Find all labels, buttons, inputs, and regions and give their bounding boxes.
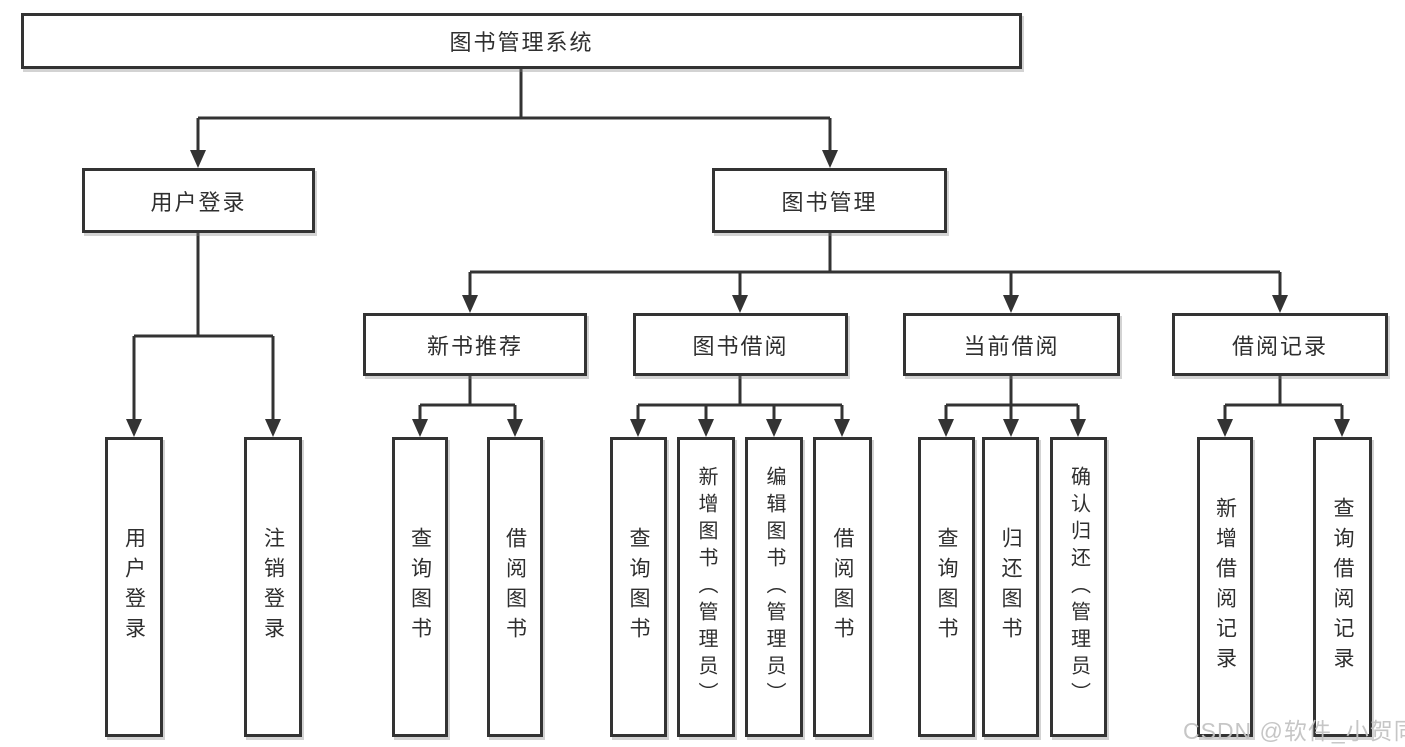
node-label: 查询图书 xyxy=(408,527,432,647)
node-label: 查询图书 xyxy=(935,527,958,647)
leaf-borrow-books-recommend: 借阅图书 xyxy=(487,437,543,737)
arrowhead-icons-leaves xyxy=(126,419,1350,437)
leaf-query-books-recommend: 查询图书 xyxy=(392,437,448,737)
connector-bookborrow-to-leaves xyxy=(636,376,844,421)
node-label: 新书推荐 xyxy=(426,333,523,359)
node-label: 新增图书（管理员） xyxy=(695,465,717,709)
leaf-user-login: 用户登录 xyxy=(105,437,163,737)
node-label: 用户登录 xyxy=(122,527,146,647)
csdn-watermark: CSDN @软件_小贺同学 xyxy=(1183,718,1405,744)
node-label: 查询图书 xyxy=(627,527,650,647)
node-book-borrowing: 图书借阅 xyxy=(633,313,848,376)
node-label: 借阅图书 xyxy=(831,527,854,647)
leaf-edit-books-admin: 编辑图书（管理员） xyxy=(745,437,803,737)
connector-newbooks-to-leaves xyxy=(418,376,517,421)
node-current-borrowing: 当前借阅 xyxy=(903,313,1120,376)
node-label: 注销登录 xyxy=(261,527,285,647)
leaf-confirm-return-admin: 确认归还（管理员） xyxy=(1050,437,1107,737)
leaf-borrow-books: 借阅图书 xyxy=(813,437,872,737)
node-label: 编辑图书（管理员） xyxy=(763,465,785,709)
node-label: 图书管理 xyxy=(781,189,878,215)
node-label: 确认归还（管理员） xyxy=(1067,465,1090,709)
node-label: 用户登录 xyxy=(150,189,247,215)
node-label: 图书管理系统 xyxy=(449,30,594,55)
node-label: 查询借阅记录 xyxy=(1331,497,1354,677)
leaf-logout: 注销登录 xyxy=(244,437,302,737)
node-label: 新增借阅记录 xyxy=(1213,497,1237,677)
node-label: 当前借阅 xyxy=(963,333,1060,359)
connector-borrowrecord-to-leaves xyxy=(1223,376,1344,421)
leaf-query-borrow-record: 查询借阅记录 xyxy=(1313,437,1372,737)
arrowhead-icons-level2 xyxy=(190,150,838,168)
leaf-query-books-current: 查询图书 xyxy=(918,437,975,737)
connector-root-to-level2 xyxy=(196,69,832,152)
node-label: 图书借阅 xyxy=(692,333,789,359)
connector-userlogin-to-leaves xyxy=(132,233,275,421)
node-root-library-system: 图书管理系统 xyxy=(21,13,1022,69)
leaf-return-books: 归还图书 xyxy=(982,437,1039,737)
leaf-add-borrow-record: 新增借阅记录 xyxy=(1197,437,1253,737)
node-new-book-recommend: 新书推荐 xyxy=(363,313,587,376)
node-label: 借阅图书 xyxy=(503,527,527,647)
leaf-add-books-admin: 新增图书（管理员） xyxy=(677,437,735,737)
node-borrow-records: 借阅记录 xyxy=(1172,313,1388,376)
node-user-login-branch: 用户登录 xyxy=(82,168,315,233)
leaf-query-books-borrowing: 查询图书 xyxy=(610,437,667,737)
node-book-management-branch: 图书管理 xyxy=(712,168,947,233)
node-label: 归还图书 xyxy=(999,527,1022,647)
connector-currentborrow-to-leaves xyxy=(944,376,1080,421)
arrowhead-icons-level3 xyxy=(462,295,1288,313)
node-label: 借阅记录 xyxy=(1231,333,1328,359)
connector-bookmgmt-to-level3 xyxy=(468,233,1282,297)
